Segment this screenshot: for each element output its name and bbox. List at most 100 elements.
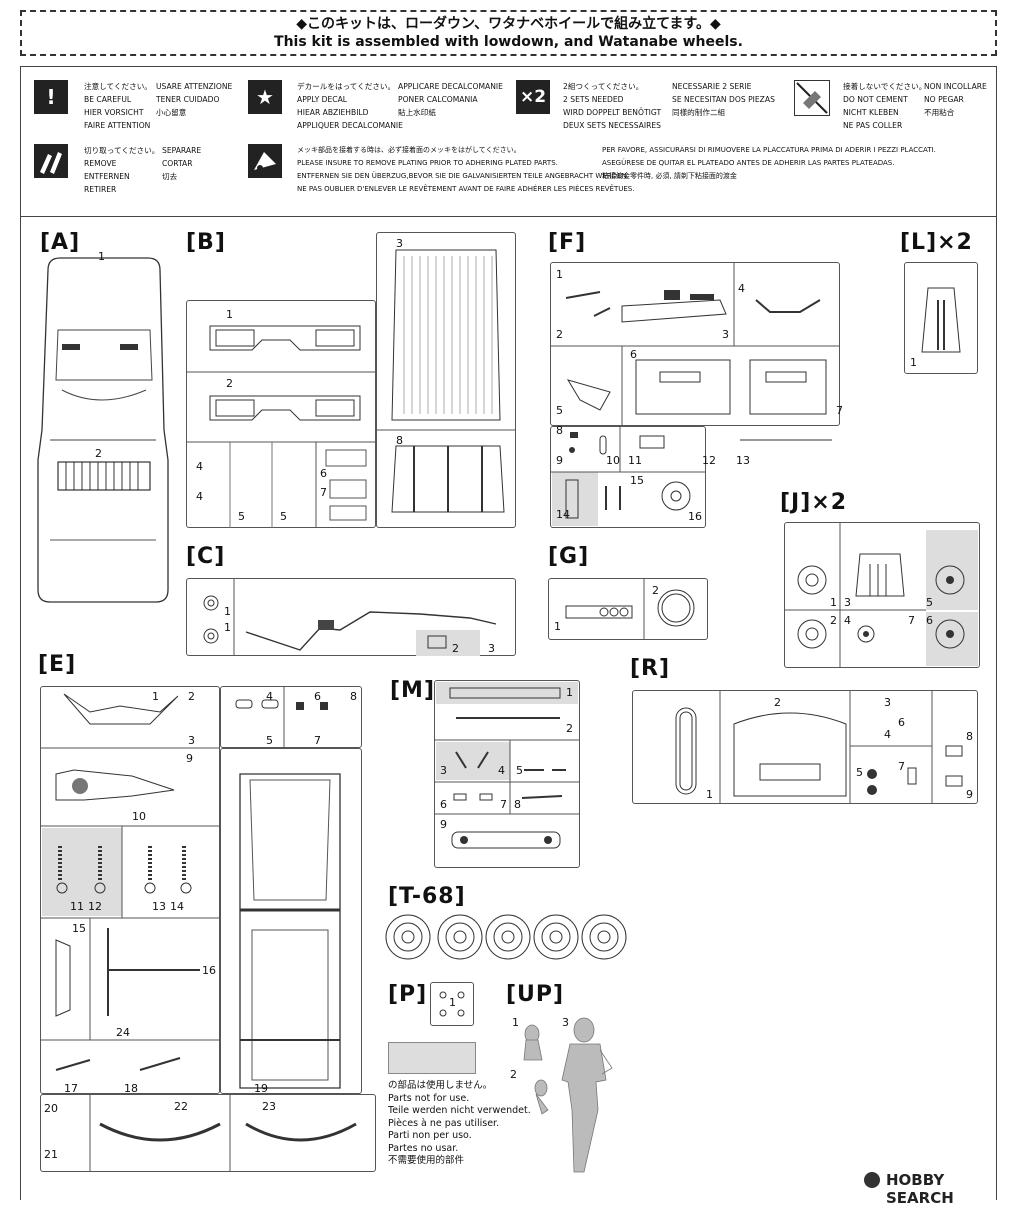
hobby-search-logo [864, 1172, 880, 1188]
part-m5: 5 [516, 764, 523, 777]
part-m1: 1 [566, 686, 573, 699]
part-p1: 1 [449, 996, 456, 1009]
part-r2: 2 [774, 696, 781, 709]
sprue-g-label: [G] [548, 544, 590, 569]
part-j4: 4 [844, 614, 851, 627]
part-up3: 3 [562, 1016, 569, 1029]
legend-plating-2: PER FAVORE, ASSICURARSI DI RIMUOVERE LA … [602, 146, 936, 180]
part-r1: 1 [706, 788, 713, 801]
part-m7: 7 [500, 798, 507, 811]
sprue-up-label: [UP] [506, 982, 565, 1007]
part-c3: 3 [488, 642, 495, 655]
part-b4b: 4 [196, 490, 203, 503]
sprue-e-bottom [40, 1094, 376, 1172]
part-j6: 6 [926, 614, 933, 627]
sprue-f-top [550, 262, 840, 426]
sprue-m-label: [M] [390, 678, 436, 703]
part-f10: 10 [606, 454, 620, 467]
sprue-f-unused [552, 472, 598, 526]
part-e24: 24 [116, 1026, 130, 1039]
part-m8: 8 [514, 798, 521, 811]
part-e18: 18 [124, 1082, 138, 1095]
two-sets-icon: ×2 [516, 80, 550, 114]
part-f9: 9 [556, 454, 563, 467]
part-b8: 8 [396, 434, 403, 447]
cut-remove-icon [34, 144, 68, 178]
part-j3: 3 [844, 596, 851, 609]
part-b3: 3 [396, 237, 403, 250]
part-e10: 10 [132, 810, 146, 823]
part-e12: 12 [88, 900, 102, 913]
sprue-m-unused-b [436, 742, 510, 780]
part-e21: 21 [44, 1148, 58, 1161]
star-decal-icon: ★ [248, 80, 282, 114]
sprue-b-left [186, 300, 376, 528]
part-a2: 2 [95, 447, 102, 460]
sprue-l [904, 262, 978, 374]
part-f8: 8 [556, 424, 563, 437]
part-f5: 5 [556, 404, 563, 417]
part-e9: 9 [186, 752, 193, 765]
part-a1: 1 [98, 250, 105, 263]
part-b2: 2 [226, 377, 233, 390]
parts-not-used-note: の部品は使用しません。Parts not for use.Teile werde… [388, 1080, 531, 1166]
part-g1: 1 [554, 620, 561, 633]
part-b4: 4 [196, 460, 203, 473]
part-e20: 20 [44, 1102, 58, 1115]
part-c1b: 1 [224, 621, 231, 634]
part-f6: 6 [630, 348, 637, 361]
part-j7: 7 [908, 614, 915, 627]
sprue-p-label: [P] [388, 982, 428, 1007]
part-e2: 2 [188, 690, 195, 703]
part-e8: 8 [350, 690, 357, 703]
part-e7: 7 [314, 734, 321, 747]
part-e22: 22 [174, 1100, 188, 1113]
part-m2: 2 [566, 722, 573, 735]
part-b5: 5 [238, 510, 245, 523]
sprue-r-label: [R] [630, 656, 671, 681]
part-e15: 15 [72, 922, 86, 935]
plating-icon [248, 144, 282, 178]
part-f16: 16 [688, 510, 702, 523]
part-f12: 12 [702, 454, 716, 467]
sprue-t68-label: [T-68] [388, 884, 466, 909]
part-up2: 2 [510, 1068, 517, 1081]
kit-note-jp: ◆このキットは、ローダウン、ワタナベホイールで組み立てます。◆ [296, 16, 721, 32]
sprue-b-label: [B] [186, 230, 226, 255]
part-f2: 2 [556, 328, 563, 341]
part-r5: 5 [856, 766, 863, 779]
sprue-j-unused-b [926, 612, 978, 666]
part-e19: 19 [254, 1082, 268, 1095]
sprue-b-right [376, 232, 516, 528]
part-f13: 13 [736, 454, 750, 467]
sprue-g [548, 578, 708, 640]
part-r3: 3 [884, 696, 891, 709]
part-f11: 11 [628, 454, 642, 467]
watermark: HOBBY SEARCH [886, 1171, 954, 1207]
part-f7: 7 [836, 404, 843, 417]
symbol-legend [20, 66, 997, 216]
sprue-e-top [220, 686, 362, 748]
part-m6: 6 [440, 798, 447, 811]
sprue-c-unused [416, 630, 480, 656]
sprue-l-label: [L]×2 [900, 230, 973, 255]
part-m4: 4 [498, 764, 505, 777]
part-e5: 5 [266, 734, 273, 747]
part-f3: 3 [722, 328, 729, 341]
sprue-e-unused-a [42, 828, 122, 916]
part-c1: 1 [224, 605, 231, 618]
part-e14: 14 [170, 900, 184, 913]
